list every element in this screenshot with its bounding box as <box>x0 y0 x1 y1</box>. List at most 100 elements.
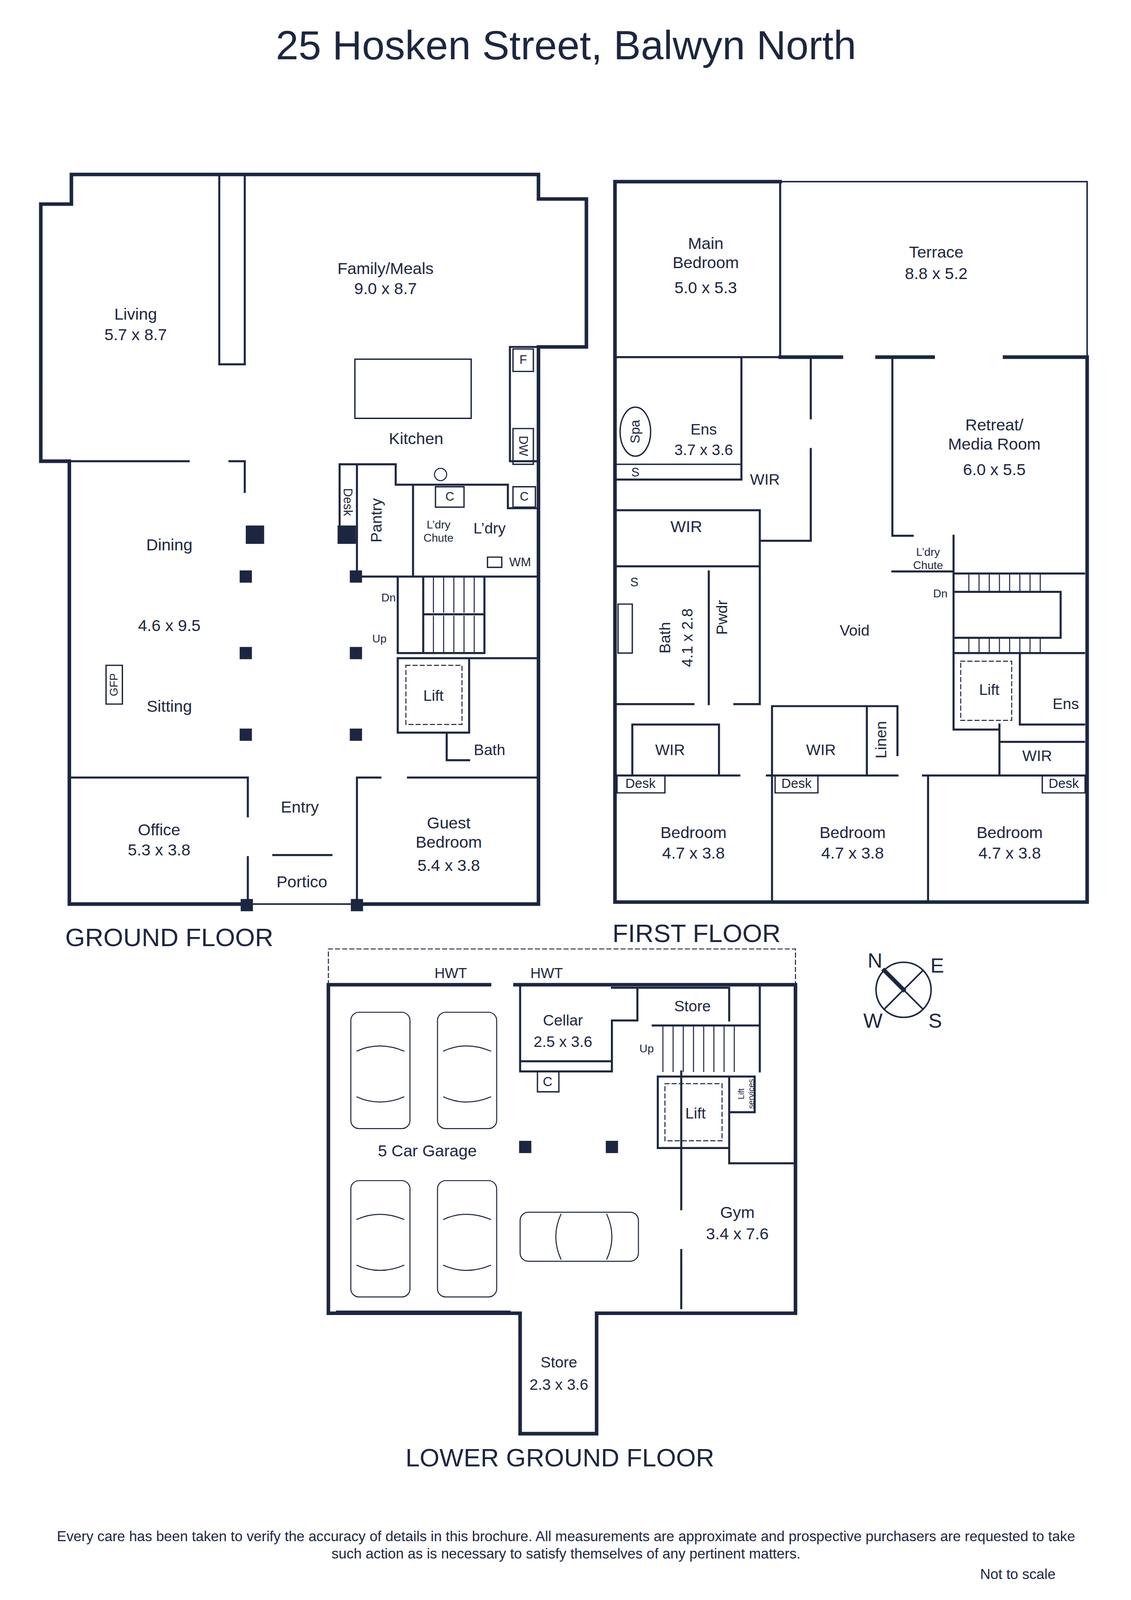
room: Terrace8.8 x 5.2 <box>782 183 1085 356</box>
room-dimension: 4.6 x 9.5 <box>138 615 201 636</box>
plan-label: S <box>630 575 639 590</box>
room-label: WIR <box>749 470 780 489</box>
cooktop <box>434 468 447 481</box>
room: Bedroom4.7 x 3.8 <box>929 795 1085 900</box>
room-label: Ens <box>1052 694 1080 713</box>
room-label: Family/Meals <box>337 258 434 279</box>
room-label: Void <box>839 621 870 640</box>
room: Lift <box>667 1091 721 1135</box>
column <box>337 525 356 544</box>
room: Gym3.4 x 7.6 <box>683 1173 794 1307</box>
plan-label: C <box>519 489 529 505</box>
room-dimension: 3.4 x 7.6 <box>706 1223 769 1244</box>
plan-label: E <box>930 952 945 978</box>
inner-wall <box>40 174 1087 1308</box>
room: Bath4.1 x 2.8 <box>637 573 707 703</box>
floor-plan: LOWER GROUND FLOOR5 Car GarageCellar2.5 … <box>324 943 802 1475</box>
car-outline <box>351 1012 639 1297</box>
column <box>245 525 264 544</box>
room-dimension: 5.4 x 3.8 <box>417 855 481 875</box>
room-label: Kitchen <box>388 428 444 449</box>
room-label: Portico <box>276 871 327 892</box>
plan-label: Desk <box>1048 775 1079 792</box>
plan-label: DW <box>516 435 531 457</box>
room-dimension: 2.5 x 3.6 <box>533 1032 593 1051</box>
room-label: Ens <box>690 420 718 439</box>
floor-plan: GROUND FLOORLiving5.7 x 8.7Family/Meals9… <box>36 168 593 959</box>
plan-label: Dn <box>933 587 948 601</box>
column <box>349 646 362 660</box>
room-label: Retreat/ Media Room <box>943 414 1046 455</box>
floor-heading: FIRST FLOOR <box>612 917 781 948</box>
room: Pantry <box>358 467 394 575</box>
room: Linen <box>868 707 896 774</box>
room-label: WIR <box>670 516 703 537</box>
room-label: WIR <box>655 740 685 760</box>
room: Bath <box>471 736 537 774</box>
plan-label: Up <box>639 1042 654 1056</box>
compass-north <box>884 970 904 990</box>
room: WIR <box>616 511 758 543</box>
room: Living5.7 x 8.7 <box>40 204 220 462</box>
room: Lift <box>955 655 1018 728</box>
room: WIR <box>634 726 718 774</box>
room: L’dry <box>464 513 511 544</box>
floor-heading: LOWER GROUND FLOOR <box>405 1441 714 1472</box>
room-dimension: 5.7 x 8.7 <box>104 325 167 345</box>
room: Void <box>812 588 894 669</box>
column <box>239 570 253 583</box>
room-label: Gym <box>720 1202 755 1222</box>
room-label: Bath <box>473 740 506 760</box>
plan-title: 25 Hosken Street, Balwyn North <box>275 20 857 70</box>
column <box>239 646 253 660</box>
room-label: Terrace <box>908 242 964 262</box>
room: Cellar2.5 x 3.6 <box>521 1004 610 1058</box>
room: Main Bedroom5.0 x 5.3 <box>616 183 778 356</box>
room-label: Store <box>540 1352 578 1371</box>
room-label: Pantry <box>366 498 386 543</box>
room-label: Pwdr <box>712 599 732 636</box>
room-label: Lift <box>685 1103 706 1122</box>
room-label: Office <box>138 819 181 840</box>
room-dimension: 5.3 x 3.8 <box>127 840 191 860</box>
room-label: L’dry <box>473 519 506 538</box>
room: WIR <box>743 464 809 495</box>
column <box>239 728 253 741</box>
room: Lift <box>399 660 468 731</box>
room: Dining4.6 x 9.5Sitting <box>71 467 240 774</box>
plan-label: N <box>867 947 883 973</box>
plan-label: L’dry Chute <box>907 545 949 573</box>
room-label: Bath <box>655 621 674 654</box>
room-label: Linen <box>872 720 891 759</box>
room-dimension: 9.0 x 8.7 <box>354 278 417 299</box>
plan-label: Desk <box>781 775 812 792</box>
room-label: Lift <box>423 686 444 705</box>
room-label: Living <box>114 304 158 325</box>
outer-wall <box>40 174 1087 1434</box>
room: Pwdr <box>710 573 758 703</box>
room-dimension: 4.7 x 3.8 <box>978 842 1041 863</box>
room-label: Main Bedroom <box>665 233 747 273</box>
plan-label: GFP <box>107 672 122 697</box>
room: Family/Meals9.0 x 8.7 <box>244 174 539 359</box>
plan-label: S <box>928 1007 943 1033</box>
room-dimension: 6.0 x 5.5 <box>963 459 1026 480</box>
room: Bedroom4.7 x 3.8 <box>774 795 926 900</box>
room-label: Dining <box>146 535 193 555</box>
room-dimension: 4.7 x 3.8 <box>821 842 884 863</box>
room-label: Entry <box>280 797 320 817</box>
room-dimension: 2.3 x 3.6 <box>529 1375 589 1394</box>
plan-label: C <box>445 489 455 505</box>
plan-label: C <box>542 1073 553 1090</box>
room-dimension: 8.8 x 5.2 <box>904 263 968 284</box>
room: Office5.3 x 3.8 <box>71 779 247 903</box>
columns <box>239 525 619 1153</box>
column <box>605 1140 619 1153</box>
room-label: Guest Bedroom <box>407 812 490 853</box>
spa-bath <box>619 407 651 456</box>
compass-lines <box>884 970 924 1009</box>
room: Kitchen <box>361 423 470 455</box>
room: Entry <box>254 790 352 824</box>
plan-label: Spa <box>627 419 644 444</box>
